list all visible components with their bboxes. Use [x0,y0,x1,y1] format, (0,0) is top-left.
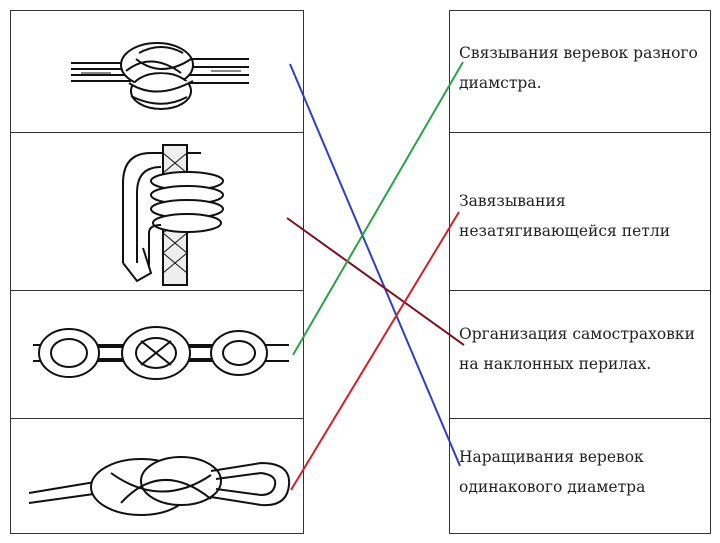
connection-line-4 [291,212,459,490]
connection-line-2 [287,218,464,345]
connection-line-1 [290,64,460,466]
connection-line-3 [293,62,463,355]
